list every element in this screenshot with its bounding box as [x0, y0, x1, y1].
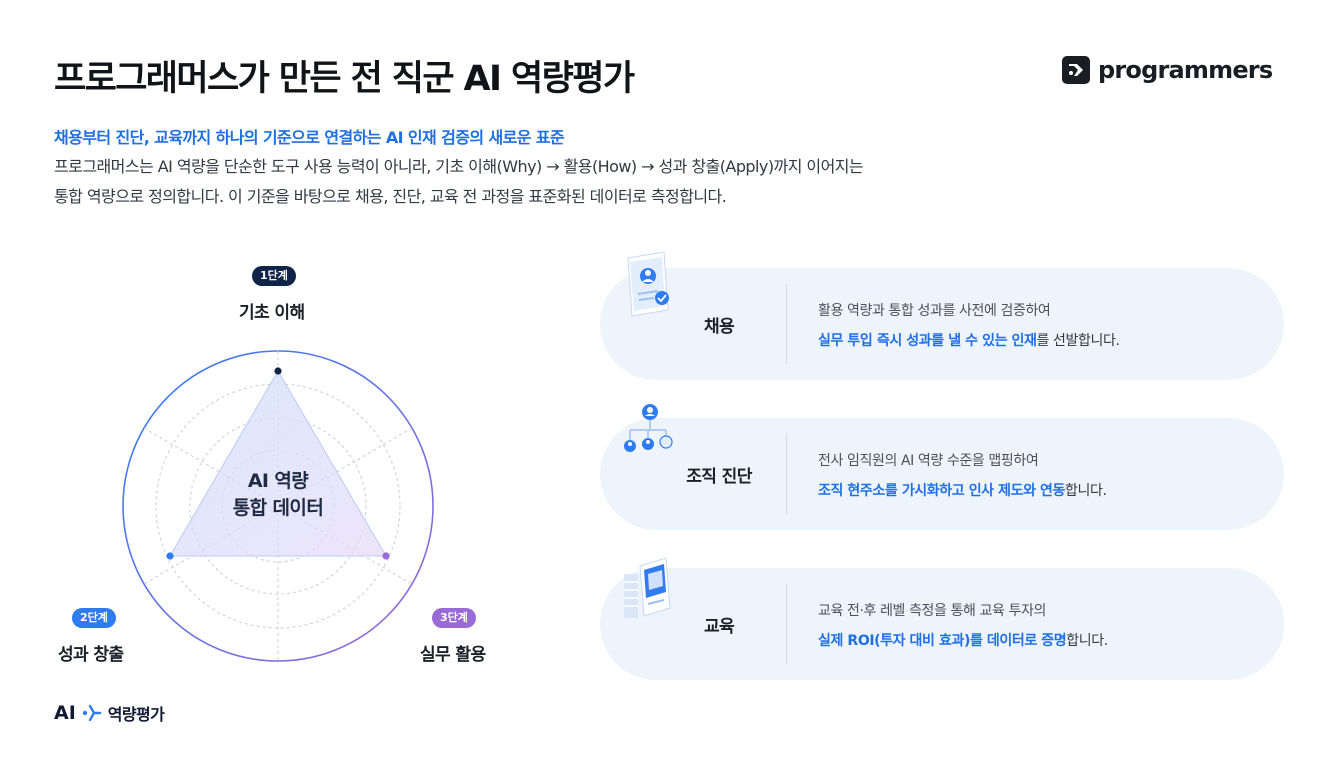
stage-1-badge: 1단계 — [252, 266, 296, 286]
vertex-dot-stage-1 — [274, 367, 282, 375]
card-org-diagnosis-line-2: 조직 현주소를 가시화하고 인사 제도와 연동합니다. — [818, 480, 1107, 500]
description-line-2: 통합 역량으로 정의합니다. 이 기준을 바탕으로 채용, 진단, 교육 전 과… — [54, 187, 727, 206]
card-org-diagnosis-line-1: 전사 임직원의 AI 역량 수준을 맵핑하여 — [818, 453, 1039, 469]
stage-2-badge: 2단계 — [72, 608, 116, 628]
sparkle-icon — [82, 704, 101, 722]
card-divider — [786, 284, 787, 364]
book-icon — [624, 557, 671, 618]
card-recruitment-label: 채용 — [703, 316, 735, 337]
profile-check-icon — [627, 252, 669, 317]
card-education-highlight: 실제 ROI(투자 대비 효과)를 데이터로 증명 — [818, 633, 1067, 649]
vertex-dot-stage-3 — [382, 552, 390, 560]
card-divider — [786, 434, 787, 514]
card-recruitment-line-1: 활용 역량과 통합 성과를 사전에 검증하여 — [818, 303, 1051, 319]
competency-triangle — [169, 370, 387, 557]
description-line-1: 프로그래머스는 AI 역량을 단순한 도구 사용 능력이 아니라, 기초 이해(… — [54, 157, 864, 176]
subtitle: 채용부터 진단, 교육까지 하나의 기준으로 연결하는 AI 인재 검증의 새로… — [54, 128, 565, 147]
card-recruitment: 채용 활용 역량과 통합 성과를 사전에 검증하여 실무 투입 즉시 성과를 낼… — [600, 252, 1284, 380]
card-education-label: 교육 — [703, 616, 735, 637]
center-line-1: AI 역량 — [247, 470, 309, 492]
card-org-diagnosis-label: 조직 진단 — [686, 466, 752, 487]
card-education-suffix: 합니다. — [1066, 633, 1108, 649]
page-title: 프로그래머스가 만든 전 직군 AI 역량평가 — [54, 59, 635, 99]
card-recruitment-highlight: 실무 투입 즉시 성과를 낼 수 있는 인재 — [818, 333, 1037, 349]
brand-logo: programmers — [1062, 54, 1273, 86]
diagram-center-label: AI 역량 통합 데이터 — [200, 468, 356, 522]
vertex-dot-stage-2 — [166, 552, 174, 560]
card-recruitment-line-2: 실무 투입 즉시 성과를 낼 수 있는 인재를 선발합니다. — [818, 330, 1120, 350]
card-org-diagnosis-suffix: 합니다. — [1065, 483, 1107, 499]
card-org-diagnosis: 조직 진단 전사 임직원의 AI 역량 수준을 맵핑하여 조직 현주소를 가시화… — [600, 404, 1284, 530]
center-line-2: 통합 데이터 — [232, 497, 324, 519]
org-chart-icon — [624, 404, 673, 452]
axis-line — [143, 427, 413, 585]
card-recruitment-suffix: 를 선발합니다. — [1036, 333, 1120, 349]
programmers-logo-icon — [1062, 56, 1090, 84]
grid-ring — [155, 383, 401, 629]
card-org-diagnosis-highlight: 조직 현주소를 가시화하고 인사 제도와 연동 — [818, 483, 1066, 499]
stage-3-badge: 3단계 — [432, 608, 476, 628]
ai-logo-label: 역량평가 — [107, 705, 165, 724]
card-education-line-1: 교육 전·후 레벨 측정을 통해 교육 투자의 — [818, 603, 1047, 619]
competency-diagram: 1단계 기초 이해 2단계 성과 창출 3단계 실무 활용 AI 역량 통합 데… — [0, 250, 560, 670]
description: 프로그래머스는 AI 역량을 단순한 도구 사용 능력이 아니라, 기초 이해(… — [54, 152, 1154, 212]
card-divider — [786, 584, 787, 664]
brand-name: programmers — [1098, 56, 1273, 84]
card-education-line-2: 실제 ROI(투자 대비 효과)를 데이터로 증명합니다. — [818, 630, 1108, 650]
stage-1-label: 기초 이해 — [239, 303, 305, 323]
stage-3-label: 실무 활용 — [420, 645, 486, 665]
ai-assessment-logo: AI 역량평가 — [54, 700, 165, 726]
card-education: 교육 교육 전·후 레벨 측정을 통해 교육 투자의 실제 ROI(투자 대비 … — [600, 557, 1284, 680]
axis-line — [143, 427, 413, 585]
ai-logo-text: AI — [54, 702, 76, 724]
stage-2-label: 성과 창출 — [58, 645, 124, 665]
radar-graphic — [122, 350, 434, 662]
